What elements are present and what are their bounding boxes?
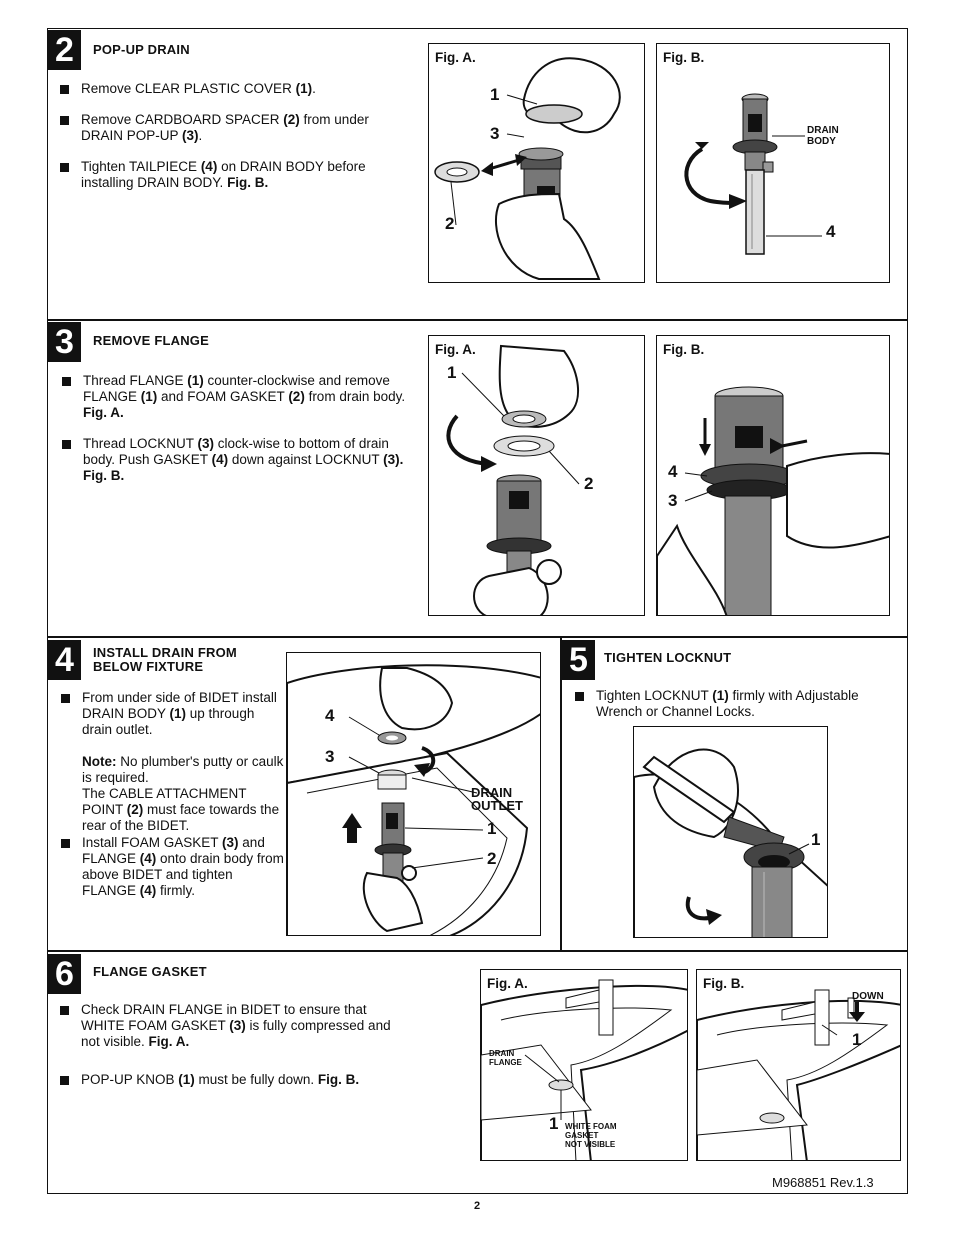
drain-body-tailpiece-illustration — [684, 93, 822, 255]
instruction-item: Tighten LOCKNUT (1) firmly with Adjustab… — [572, 688, 892, 720]
figure-3b: Fig. B. 4 3 — [656, 335, 890, 616]
figure-5: 1 — [633, 726, 828, 938]
figure-label: Fig. A. — [435, 342, 476, 357]
figure-3a: Fig. A. 1 2 — [428, 335, 645, 616]
document-code: M968851 Rev.1.3 — [772, 1175, 874, 1190]
instruction-item: Tighten TAILPIECE (4) on DRAIN BODY befo… — [57, 159, 402, 191]
figure-label: Fig. B. — [703, 976, 745, 991]
wrench-tightening-illustration — [634, 748, 827, 937]
divider-3-4 — [47, 636, 908, 638]
callout-1: 1 — [549, 1114, 559, 1133]
figure-6b: Fig. B. DOWN 1 — [696, 969, 901, 1161]
step-number: 3 — [48, 322, 81, 362]
step-title: TIGHTEN LOCKNUT — [604, 650, 732, 665]
figure-label: Fig. B. — [663, 342, 705, 357]
step-title: POP-UP DRAIN — [93, 42, 190, 57]
callout-1: 1 — [490, 85, 500, 104]
callout-4: 4 — [668, 462, 678, 481]
callout-3: 3 — [668, 491, 678, 510]
step-instructions: Thread FLANGE (1) counter-clockwise and … — [59, 373, 424, 499]
pop-up-knob-down-illustration — [697, 989, 900, 1160]
figure-2a: Fig. A. 1 3 2 — [428, 43, 645, 283]
step-instructions: Remove CLEAR PLASTIC COVER (1). Remove C… — [57, 81, 402, 206]
callout-1: 1 — [811, 830, 821, 849]
figure-label: Fig. B. — [663, 50, 705, 65]
callout-1: 1 — [487, 819, 497, 838]
instruction-item: Thread FLANGE (1) counter-clockwise and … — [59, 373, 424, 421]
instruction-item: Install FOAM GASKET (3) and FLANGE (4) o… — [58, 835, 288, 899]
locknut-threading-illustration — [657, 386, 889, 615]
instruction-item: Check DRAIN FLANGE in BIDET to ensure th… — [57, 1002, 402, 1050]
instruction-item: Remove CLEAR PLASTIC COVER (1). — [57, 81, 402, 97]
instruction-item: From under side of BIDET install DRAIN B… — [58, 690, 288, 834]
figure-label: Fig. A. — [487, 976, 528, 991]
callout-2: 2 — [445, 214, 455, 233]
callout-1: 1 — [852, 1030, 862, 1049]
divider-2-3 — [47, 319, 908, 321]
instruction-item: Remove CARDBOARD SPACER (2) from under D… — [57, 112, 402, 144]
divider-45-6 — [47, 950, 908, 952]
callout-1: 1 — [447, 363, 457, 382]
step-number: 2 — [48, 30, 81, 70]
step-title: REMOVE FLANGE — [93, 333, 209, 348]
step-number: 6 — [48, 954, 81, 994]
note: Note: No plumber's putty or caulk is req… — [82, 754, 284, 833]
divider-4-5 — [560, 636, 562, 951]
step-number: 5 — [562, 640, 595, 680]
instruction-item: Thread LOCKNUT (3) clock-wise to bottom … — [59, 436, 424, 484]
page-number: 2 — [473, 1200, 481, 1212]
callout-4: 4 — [826, 222, 836, 241]
callout-2: 2 — [584, 474, 594, 493]
drain-flange-check-illustration — [481, 979, 687, 1160]
step-instructions: Check DRAIN FLANGE in BIDET to ensure th… — [57, 1002, 402, 1103]
callout-2: 2 — [487, 849, 497, 868]
step-instructions: From under side of BIDET install DRAIN B… — [58, 690, 288, 914]
install-drain-illustration — [287, 664, 540, 935]
callout-3: 3 — [325, 747, 335, 766]
pop-up-removal-illustration — [434, 57, 621, 280]
step-number: 4 — [48, 640, 81, 680]
step-instructions: Tighten LOCKNUT (1) firmly with Adjustab… — [572, 688, 892, 735]
callout-4: 4 — [325, 706, 335, 725]
callout-3: 3 — [490, 124, 500, 143]
instruction-item: POP-UP KNOB (1) must be fully down. Fig.… — [57, 1072, 402, 1088]
page-frame — [47, 28, 908, 1194]
flange-removal-illustration — [446, 344, 580, 615]
step-title: FLANGE GASKET — [93, 964, 207, 979]
figure-label: Fig. A. — [435, 50, 476, 65]
down-label: DOWN — [852, 991, 884, 1002]
